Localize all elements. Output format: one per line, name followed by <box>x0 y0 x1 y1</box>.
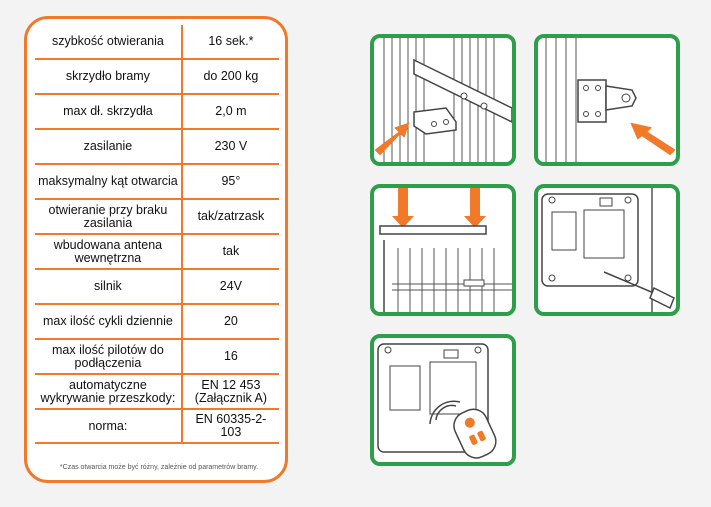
actuator-install-icon <box>370 184 516 316</box>
spec-value: do 200 kg <box>181 59 279 95</box>
illustration-section <box>322 0 711 507</box>
bracket-mount-gate-icon <box>370 34 516 166</box>
spec-key: skrzydło bramy <box>35 59 183 95</box>
spec-value: tak <box>181 234 279 270</box>
spec-key: silnik <box>35 269 183 305</box>
control-box-screwdriver-icon <box>534 184 680 316</box>
spec-value: 16 <box>181 339 279 375</box>
spec-value: 16 sek.* <box>181 25 279 60</box>
spec-key: wbudowana antena wewnętrzna <box>35 234 183 270</box>
control-box-remote-drawing <box>377 343 497 459</box>
spec-key: norma: <box>35 409 183 444</box>
bracket-mount-post-icon <box>534 34 680 166</box>
spec-value: 230 V <box>181 129 279 165</box>
spec-value: 24V <box>181 269 279 305</box>
spec-key: zasilanie <box>35 129 183 165</box>
table-row: norma:EN 60335-2-103 <box>35 409 279 444</box>
spec-value: EN 60335-2-103 <box>181 409 279 444</box>
footnote: *Czas otwarcia może być różny, zależnie … <box>59 464 259 471</box>
spec-key: szybkość otwierania <box>35 25 183 60</box>
spec-key: max ilość cykli dziennie <box>35 304 183 340</box>
spec-key: otwieranie przy braku zasilania <box>35 199 183 235</box>
spec-key: maksymalny kąt otwarcia <box>35 164 183 200</box>
spec-value: 20 <box>181 304 279 340</box>
table-row: automatyczne wykrywanie przeszkody:EN 12… <box>35 374 279 410</box>
spec-key: max ilość pilotów do podłączenia <box>35 339 183 375</box>
bracket-mount-post-drawing <box>545 38 676 162</box>
control-box-screwdriver-drawing <box>541 188 675 312</box>
actuator-install-drawing <box>379 188 512 312</box>
spec-key: automatyczne wykrywanie przeszkody: <box>35 374 183 410</box>
bracket-mount-gate-drawing <box>374 38 512 162</box>
spec-key: max dł. skrzydła <box>35 94 183 130</box>
control-box-remote-icon <box>370 334 516 466</box>
spec-value: 95° <box>181 164 279 200</box>
spec-value: 2,0 m <box>181 94 279 130</box>
spec-value: EN 12 453 (Załącznik A) <box>181 374 279 410</box>
spec-value: tak/zatrzask <box>181 199 279 235</box>
